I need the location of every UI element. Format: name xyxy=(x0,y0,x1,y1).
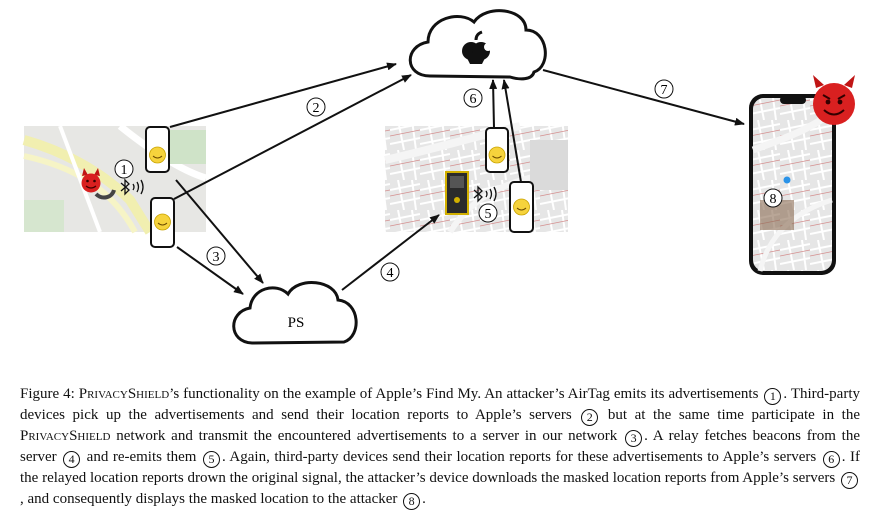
caption-step-3: 3 xyxy=(625,430,643,447)
svg-text:8: 8 xyxy=(770,192,777,207)
caption-text: Figure 4: xyxy=(20,386,79,402)
diagram-canvas: PS xyxy=(22,9,855,345)
svg-text:4: 4 xyxy=(387,266,394,281)
arrow-phone3-to-apple xyxy=(489,79,498,129)
caption-step-2: 2 xyxy=(581,409,599,426)
figure-diagram: PS xyxy=(22,9,855,345)
relay-board-icon xyxy=(445,171,469,215)
arrow-phone2-to-apple xyxy=(173,74,412,200)
attacker-devil-icon xyxy=(81,168,101,193)
third-party-phone-2 xyxy=(150,197,175,248)
svg-text:7: 7 xyxy=(661,83,668,98)
attacker-devil-large-icon xyxy=(813,75,855,125)
caption-step-7: 7 xyxy=(841,472,858,489)
location-dot-icon xyxy=(783,176,791,184)
step-marker-2: 2 xyxy=(306,97,326,117)
relay-bluetooth-icon xyxy=(473,185,497,203)
svg-text:6: 6 xyxy=(470,92,477,107)
svg-text:1: 1 xyxy=(121,163,128,178)
ps-cloud: PS xyxy=(232,281,358,345)
caption-step-8: 8 xyxy=(403,493,421,510)
svg-text:3: 3 xyxy=(213,250,220,265)
caption-text: . If the relayed location reports drown … xyxy=(20,449,860,486)
arrow-phone4-to-apple xyxy=(501,79,522,183)
step-marker-1: 1 xyxy=(114,159,134,179)
svg-text:2: 2 xyxy=(313,101,320,116)
step-marker-8: 8 xyxy=(763,188,783,208)
caption-system-name: PrivacyShield xyxy=(78,386,170,402)
third-party-phone-1 xyxy=(145,126,170,173)
caption-text: . xyxy=(422,491,426,507)
caption-text: . A relay fetches beacons from the serve… xyxy=(20,428,861,465)
caption-text: ’s functionality on the example of Apple… xyxy=(169,386,763,402)
flow-arrows xyxy=(169,62,745,295)
third-party-phone-4 xyxy=(509,181,534,233)
step-marker-4: 4 xyxy=(380,262,400,282)
caption-system-name: PrivacyShield xyxy=(20,428,111,444)
caption-text: and re-emits them xyxy=(82,449,201,465)
caption-text: but at the same time participate in the xyxy=(600,407,860,423)
caption-step-6: 6 xyxy=(822,451,840,468)
ps-cloud-label: PS xyxy=(288,315,305,331)
smiley-icon xyxy=(149,146,166,164)
caption-step-4: 4 xyxy=(63,451,81,468)
caption-text: . Again, third-party devices send their … xyxy=(221,449,821,465)
smiley-icon xyxy=(513,198,530,216)
step-marker-5: 5 xyxy=(478,203,498,223)
arrow-ps-to-relay xyxy=(341,214,440,291)
relay-location-map xyxy=(384,122,569,234)
smiley-icon xyxy=(154,213,171,231)
step-marker-7: 7 xyxy=(654,79,674,99)
attacker-phone xyxy=(749,94,836,275)
caption-text: network and transmit the encountered adv… xyxy=(110,428,624,444)
arrow-phone1-to-apple xyxy=(169,62,397,128)
arrow-apple-to-attacker xyxy=(542,69,745,126)
figure-caption: Figure 4: PrivacyShield’s functionality … xyxy=(20,384,860,510)
arrow-phone2-to-ps xyxy=(176,246,244,295)
attacker-location-map xyxy=(22,123,208,235)
smiley-icon xyxy=(488,146,506,164)
svg-text:5: 5 xyxy=(485,207,492,222)
third-party-phone-3 xyxy=(485,127,509,173)
arrow-phone1-to-ps xyxy=(175,179,264,284)
step-marker-3: 3 xyxy=(206,246,226,266)
caption-step-1: 1 xyxy=(764,388,782,405)
step-marker-6: 6 xyxy=(463,88,483,108)
airtag-bluetooth-icon xyxy=(120,178,144,196)
apple-logo-icon xyxy=(462,30,492,64)
caption-text: , and consequently displays the masked l… xyxy=(20,491,402,507)
caption-step-5: 5 xyxy=(202,451,220,468)
caption-text: . Third-party devices pick up the advert… xyxy=(20,386,860,423)
apple-cloud xyxy=(408,9,547,81)
